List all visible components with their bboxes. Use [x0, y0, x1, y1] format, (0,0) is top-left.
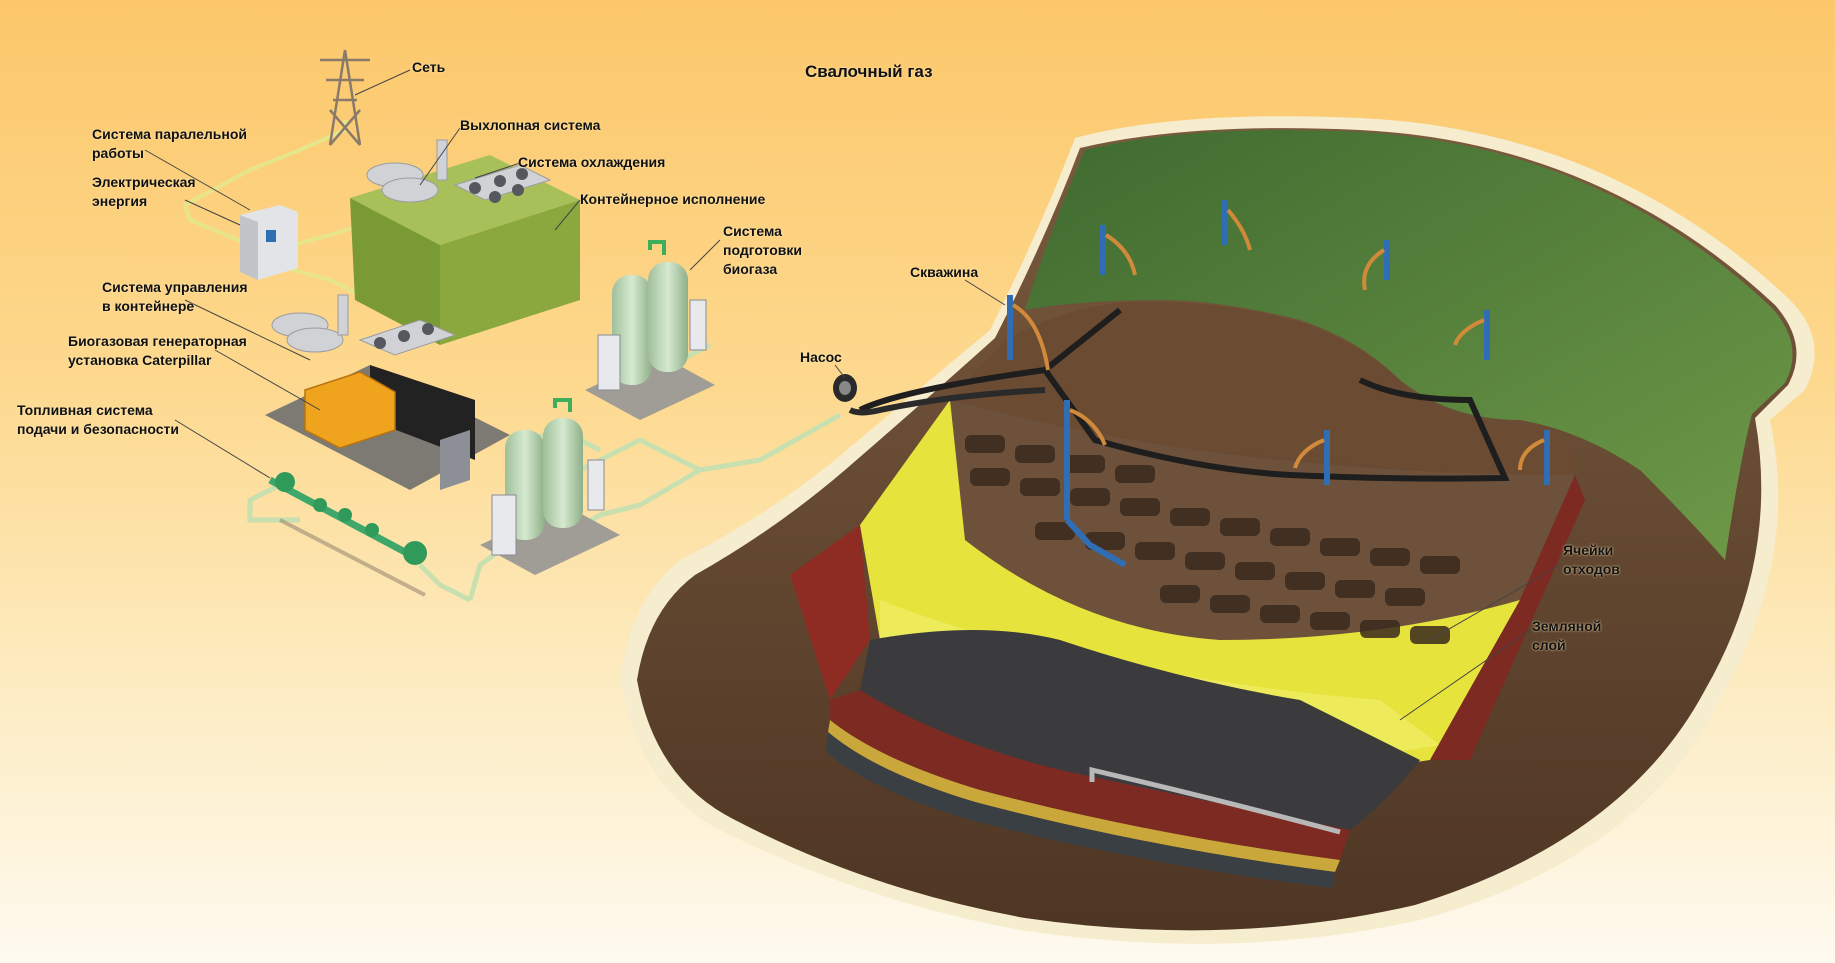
- drain-pipe: [1089, 766, 1341, 835]
- leader-lines: [144, 69, 1561, 721]
- fuel-supply-line: [268, 472, 427, 597]
- waste-cells: [965, 435, 1460, 644]
- clay-red-wall-right: [1430, 475, 1585, 760]
- label-cooling-system: Система охлаждения: [518, 154, 666, 170]
- pump-feed-pipe: [848, 387, 1046, 416]
- container-right: [440, 200, 580, 345]
- extraction-well-pipe: [1064, 517, 1127, 568]
- parallel-cabinet: [240, 205, 298, 280]
- clay-red-base: [830, 690, 1350, 860]
- power-pylon: [320, 49, 370, 146]
- label-parallel-system: Система паралельной работы: [92, 126, 247, 161]
- label-grid: Сеть: [412, 59, 446, 75]
- label-fuel-system: Топливная система подачи и безопасности: [17, 402, 179, 437]
- label-biogas-treatment: Система подготовки биогаза: [723, 223, 803, 277]
- clay-red-wall: [790, 525, 870, 700]
- label-container-control: Система управления в контейнере: [102, 279, 248, 314]
- green-container: [350, 139, 580, 345]
- label-exhaust-system: Выхлопная система: [460, 117, 601, 133]
- label-pump: Насос: [800, 349, 842, 365]
- label-well: Скважина: [910, 264, 979, 280]
- label-container-version: Контейнерное исполнение: [580, 191, 766, 207]
- well-hoses: [1011, 208, 1545, 471]
- base-stripe-2: [826, 732, 1335, 888]
- waste-cells-wall: [950, 400, 1575, 640]
- wells: [1007, 200, 1550, 520]
- gravel-layer: [860, 630, 1420, 830]
- label-waste-cells: Ячейки отходов: [1563, 542, 1620, 577]
- base-stripe-1: [828, 720, 1340, 872]
- gas-collection-pipe: [858, 307, 1510, 482]
- caterpillar-engine: [304, 371, 396, 449]
- tanks-lower: [480, 398, 620, 575]
- lower-container: [265, 294, 510, 490]
- diagram-title: Свалочный газ: [805, 62, 933, 81]
- label-electric-energy: Электрическая энергия: [92, 174, 196, 209]
- tanks-upper: [585, 240, 715, 420]
- label-caterpillar-genset: Биогазовая генераторная установка Caterp…: [68, 333, 247, 368]
- landfill: [620, 116, 1815, 944]
- container-left: [350, 198, 440, 345]
- pump: [833, 374, 857, 402]
- label-soil-layer: Земляной слой: [1532, 618, 1602, 653]
- lower-back-wall: [370, 365, 475, 460]
- grass-surface: [1025, 130, 1793, 560]
